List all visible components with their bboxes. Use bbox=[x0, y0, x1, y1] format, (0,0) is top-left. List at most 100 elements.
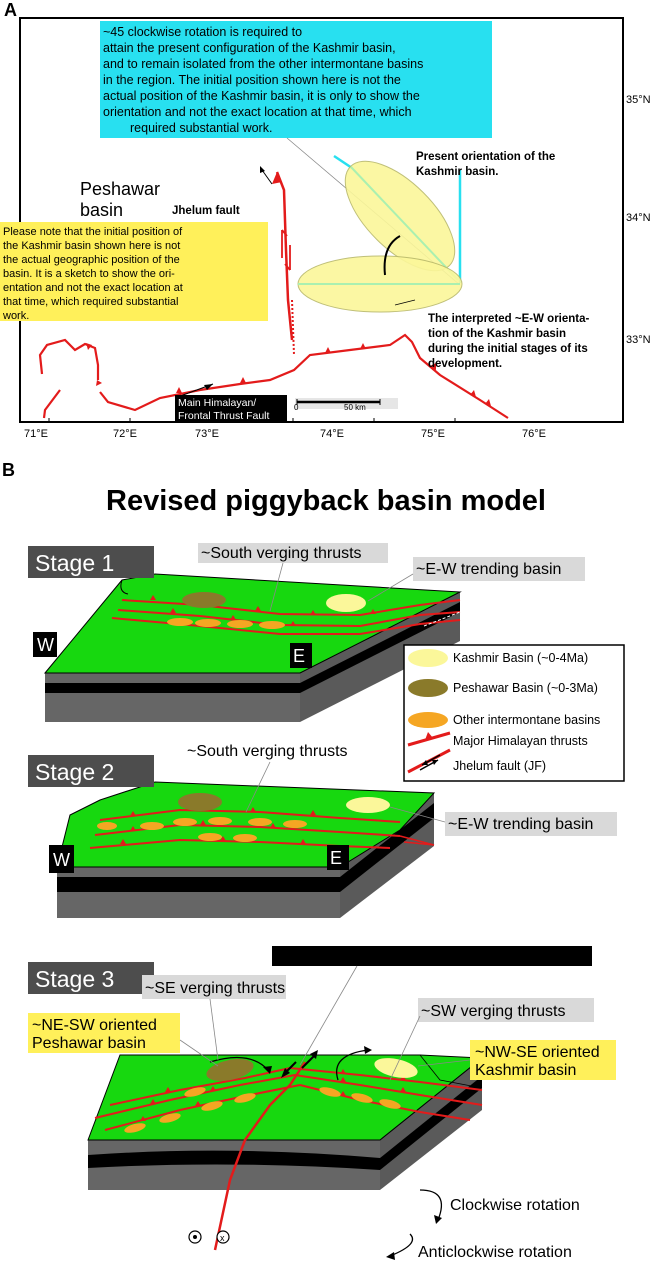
legend-kashmir: Kashmir Basin (~0-4Ma) bbox=[453, 651, 588, 665]
x-tick-label: 74°E bbox=[320, 428, 344, 440]
peshawar-basin-stage2 bbox=[178, 793, 222, 811]
stage3-label: Stage 3 bbox=[35, 966, 114, 992]
stage1-label-bg bbox=[28, 546, 154, 578]
yellow-note-line: work. bbox=[2, 310, 29, 322]
yellow-note-line: that time, which required substantial bbox=[3, 296, 178, 308]
x-tick-label: 76°E bbox=[522, 428, 546, 440]
jhelum-fault bbox=[260, 166, 295, 356]
legend-peshawar-swatch bbox=[408, 679, 448, 697]
legend: Kashmir Basin (~0-4Ma) Peshawar Basin (~… bbox=[403, 644, 625, 782]
cyan-note-line: in the region. The initial position show… bbox=[103, 73, 401, 87]
y-tick-label: 34°N bbox=[626, 212, 651, 224]
stage2-label-bg bbox=[28, 755, 154, 787]
y-tick-label: 35°N bbox=[626, 94, 651, 106]
interpreted-label: The interpreted ~E-W orienta- bbox=[428, 313, 590, 325]
anticlockwise-arrow-icon bbox=[389, 1233, 414, 1257]
present-orientation-label: Kashmir basin. bbox=[416, 166, 498, 178]
yellow-note-line: the Kashmir basin shown here is not bbox=[3, 240, 180, 252]
legend-box bbox=[403, 644, 625, 782]
cyan-note-line: attain the present configuration of the … bbox=[103, 41, 396, 55]
y-axis-ticks: 35°N 34°N 33°N bbox=[626, 94, 651, 346]
clockwise-label: Clockwise rotation bbox=[450, 1197, 580, 1214]
mht-label-bg bbox=[175, 395, 287, 422]
x-tick-label: 75°E bbox=[421, 428, 445, 440]
cyan-note-line: orientation and not the exact location a… bbox=[103, 105, 412, 119]
panel-b-letter: B bbox=[2, 460, 15, 480]
legend-other-swatch bbox=[408, 712, 448, 728]
panel-b: B Revised piggyback basin model bbox=[2, 460, 625, 1261]
stage1-ew-basin: ~E-W trending basin bbox=[416, 561, 561, 578]
legend-kashmir-swatch bbox=[408, 649, 448, 667]
kashmir-basin-stage2 bbox=[346, 797, 390, 813]
clockwise-arrow-icon bbox=[419, 1189, 443, 1221]
cyan-note-line: and to remain isolated from the other in… bbox=[103, 57, 423, 71]
panel-a-letter: A bbox=[4, 0, 17, 20]
stage3-peshawar: Peshawar basin bbox=[32, 1035, 146, 1052]
stage3-kashmir: Kashmir basin bbox=[475, 1062, 576, 1079]
stage2-block bbox=[56, 781, 436, 918]
stage1-east: E bbox=[293, 646, 305, 666]
scale-bar: 0 50 km bbox=[294, 398, 398, 412]
jhelum-fault-label: Jhelum fault bbox=[172, 205, 240, 217]
x-tick-label: 71°E bbox=[24, 428, 48, 440]
interpreted-label: development. bbox=[428, 358, 502, 370]
present-axis-line bbox=[350, 166, 459, 281]
interpreted-label: during the initial stages of its bbox=[428, 343, 588, 355]
y-tick-label: 33°N bbox=[626, 334, 651, 346]
x-axis-ticks: 71°E 72°E 73°E 74°E 75°E 76°E bbox=[24, 418, 546, 440]
kashmir-basin-stage1 bbox=[326, 594, 366, 612]
cyan-note-line: ~45 clockwise rotation is required to bbox=[103, 25, 302, 39]
peshawar-basin-stage3 bbox=[206, 1059, 254, 1081]
cyan-note-line: actual position of the Kashmir basin, it… bbox=[103, 89, 420, 103]
stage3-label-bg bbox=[28, 962, 154, 994]
yellow-note-box bbox=[0, 222, 268, 321]
present-orientation-label: Present orientation of the bbox=[416, 151, 555, 163]
panel-a: A 71°E 72°E 73°E 74°E 75°E 76°E 35°N 34°… bbox=[0, 0, 651, 440]
stage3-peshawar: ~NE-SW oriented bbox=[32, 1017, 157, 1034]
stage3-syntaxis: Location of Hazara-Kashmir Syntaxis bbox=[278, 948, 541, 965]
anticlockwise-label: Anticlockwise rotation bbox=[418, 1244, 572, 1261]
kashmir-basin-rotation bbox=[297, 154, 463, 313]
cyan-note-line: required substantial work. bbox=[130, 121, 272, 135]
mht-label: Frontal Thrust Fault bbox=[178, 410, 270, 422]
stage3-se-thrusts: ~SE verging thrusts bbox=[145, 980, 285, 997]
stage3-sw-thrusts: ~SW verging thrusts bbox=[421, 1003, 566, 1020]
legend-other: Other intermontane basins bbox=[453, 713, 600, 727]
stage1-label: Stage 1 bbox=[35, 550, 114, 576]
peshawar-basin-stage1 bbox=[182, 592, 226, 608]
peshawar-label: basin bbox=[80, 200, 123, 220]
stage1-west: W bbox=[37, 635, 54, 655]
legend-peshawar: Peshawar Basin (~0-3Ma) bbox=[453, 681, 598, 695]
main-himalayan-thrust bbox=[38, 333, 509, 419]
peshawar-label: Peshawar bbox=[80, 179, 160, 199]
into-page-x: x bbox=[220, 1233, 225, 1243]
stage3-kashmir: ~NW-SE oriented bbox=[475, 1044, 600, 1061]
stage1-block bbox=[43, 573, 462, 722]
stage2-west: W bbox=[53, 850, 70, 870]
cyan-note: ~45 clockwise rotation is required to at… bbox=[103, 25, 423, 135]
stage2-ew-basin: ~E-W trending basin bbox=[448, 816, 593, 833]
stage2-south-thrusts: ~South verging thrusts bbox=[187, 743, 348, 760]
stage1-south-thrusts: ~South verging thrusts bbox=[201, 545, 362, 562]
into-page-symbol bbox=[216, 1230, 230, 1244]
scale-label: 50 km bbox=[344, 403, 366, 412]
stage2-east: E bbox=[330, 848, 342, 868]
interpreted-label: tion of the Kashmir basin bbox=[428, 328, 566, 340]
rotation-legend: Clockwise rotation Anticlockwise rotatio… bbox=[386, 1189, 580, 1261]
rotation-arc bbox=[383, 235, 401, 276]
legend-thrusts: Major Himalayan thrusts bbox=[453, 734, 588, 748]
cyan-note-box bbox=[100, 21, 492, 138]
stage2-label: Stage 2 bbox=[35, 759, 114, 785]
yellow-note-line: entation and not the exact location at bbox=[3, 282, 183, 294]
yellow-note: Please note that the initial position of… bbox=[2, 226, 183, 322]
scale-zero: 0 bbox=[294, 403, 299, 412]
yellow-note-line: Please note that the initial position of bbox=[3, 226, 183, 238]
stage3-block: x bbox=[87, 1046, 484, 1251]
legend-jhelum: Jhelum fault (JF) bbox=[453, 759, 546, 773]
x-tick-label: 73°E bbox=[195, 428, 219, 440]
yellow-note-line: the actual geographic position of the bbox=[3, 254, 180, 266]
panel-b-title: Revised piggyback basin model bbox=[106, 485, 546, 517]
mht-label: Main Himalayan/ bbox=[178, 397, 256, 409]
yellow-note-line: basin. It is a sketch to show the ori- bbox=[3, 268, 175, 280]
